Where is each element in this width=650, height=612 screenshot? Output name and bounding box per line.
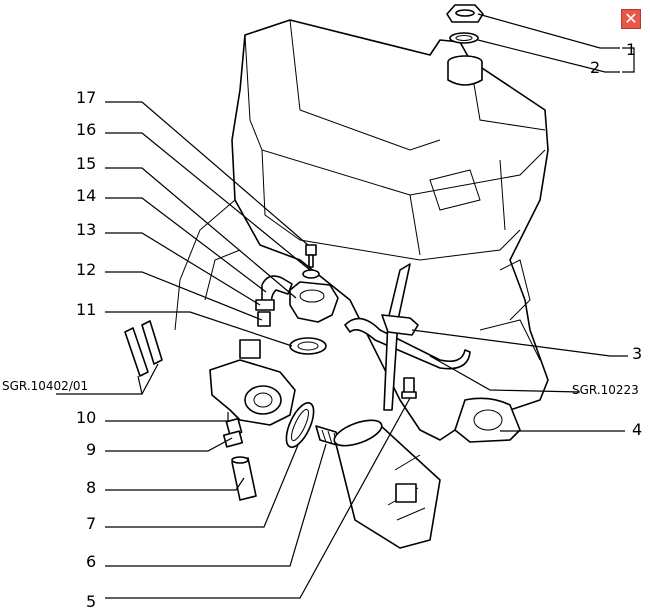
part-2-seal xyxy=(449,32,479,44)
part-4-flange xyxy=(454,397,521,443)
callout-7: 7 xyxy=(86,514,97,533)
engine-block xyxy=(174,19,549,441)
part-7-oring xyxy=(285,402,315,448)
callout-1: 1 xyxy=(626,40,637,59)
callout-13: 13 xyxy=(76,220,97,239)
callout-14: 14 xyxy=(76,186,97,205)
callout-4: 4 xyxy=(632,420,643,439)
part-10-filter-support xyxy=(209,339,296,426)
part-15-housing xyxy=(289,281,339,323)
part-3-breather-pipe xyxy=(344,317,471,370)
callout-ref-right: SGR.10223 xyxy=(572,383,639,397)
callout-5: 5 xyxy=(86,592,97,611)
callout-8: 8 xyxy=(86,478,97,497)
callout-9: 9 xyxy=(86,440,97,459)
callout-11: 11 xyxy=(76,300,97,319)
callout-6: 6 xyxy=(86,552,97,571)
part-17-screw xyxy=(305,244,317,268)
part-1-cap xyxy=(446,4,484,23)
callout-3: 3 xyxy=(632,344,643,363)
leader-lines xyxy=(56,13,635,599)
callout-ref-left: SGR.10402/01 xyxy=(2,379,89,393)
filler-neck xyxy=(447,55,483,86)
dowel-pins xyxy=(124,320,163,377)
close-icon: ✕ xyxy=(624,9,638,28)
callout-10: 10 xyxy=(76,408,97,427)
close-button[interactable]: ✕ xyxy=(621,9,641,29)
dipstick-tube xyxy=(381,263,419,411)
part-5-oil-filter xyxy=(333,419,441,549)
part-9-sensor xyxy=(222,417,244,448)
part-16-washer xyxy=(302,269,320,279)
callout-17: 17 xyxy=(76,88,97,107)
callout-2: 2 xyxy=(590,58,601,77)
callout-16: 16 xyxy=(76,120,97,139)
threaded-fitting xyxy=(401,377,417,399)
callout-12: 12 xyxy=(76,260,97,279)
part-13-nut xyxy=(255,299,275,311)
callout-15: 15 xyxy=(76,154,97,173)
part-11-gasket xyxy=(289,337,327,355)
